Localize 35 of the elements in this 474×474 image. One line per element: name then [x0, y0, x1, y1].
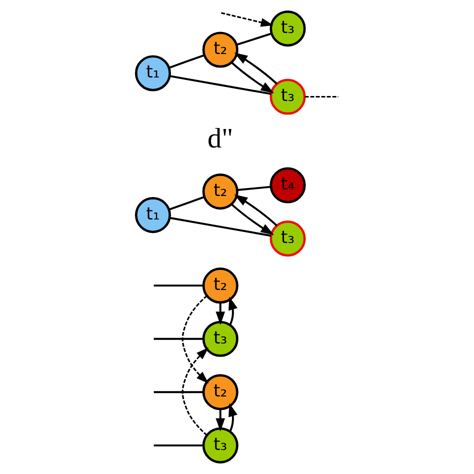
arrow [230, 62, 274, 94]
arrow [181, 295, 208, 384]
connector [168, 54, 204, 69]
arrow [234, 52, 277, 84]
arrow [220, 12, 273, 27]
node-circle: t₂ [202, 374, 238, 410]
node-circle: t₄ [269, 167, 306, 204]
connector [304, 96, 338, 98]
connector [169, 216, 271, 237]
arrow [228, 296, 237, 326]
node-circle: t₃ [269, 78, 306, 115]
node-circle: t₃ [202, 320, 238, 357]
connector [153, 284, 203, 287]
arrow [230, 204, 274, 236]
node-circle: t₁ [134, 197, 170, 234]
connector [153, 444, 203, 446]
connector [153, 338, 203, 340]
arrow [215, 302, 225, 325]
node-circle: t₂ [202, 32, 238, 68]
connector [168, 196, 204, 211]
arrow [215, 409, 225, 432]
node-circle: t₃ [269, 10, 306, 47]
arrow [181, 347, 208, 436]
arrow [228, 403, 237, 432]
node-circle: t₂ [202, 268, 238, 304]
connector [236, 32, 272, 46]
node-circle: t₃ [269, 220, 306, 257]
node-circle: t₃ [202, 427, 238, 464]
connector [169, 75, 271, 95]
connector [236, 186, 270, 191]
connector [153, 391, 203, 394]
label: d" [207, 124, 233, 155]
node-circle: t₁ [134, 55, 170, 92]
arrow [234, 194, 277, 226]
node-circle: t₂ [202, 174, 238, 210]
